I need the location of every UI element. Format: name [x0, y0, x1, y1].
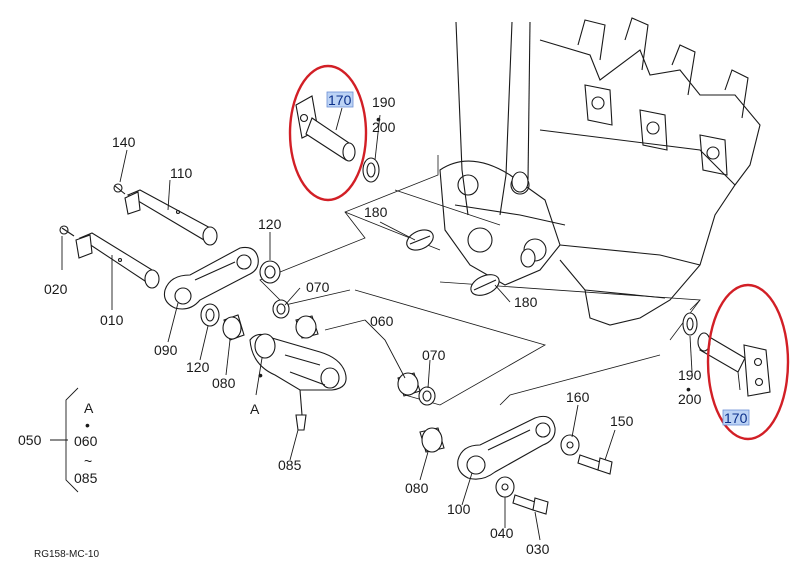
label-110: 110 — [170, 165, 193, 181]
bolt-150 — [577, 454, 613, 475]
pin-170-right — [682, 312, 771, 397]
bolt-030 — [512, 494, 549, 515]
label-085-legend: 085 — [74, 470, 98, 486]
highlight-box-170-top — [326, 91, 354, 108]
footer-code: RG158-MC-10 — [34, 549, 99, 557]
arm-and-bucket — [439, 17, 761, 326]
label-170-top: 170 — [328, 92, 352, 108]
label-080-left: 080 — [212, 375, 236, 391]
pin-010 — [59, 225, 160, 289]
bushing-080-lower — [419, 427, 445, 453]
label-dot-right: • — [686, 381, 691, 397]
bushing-060-lower — [397, 372, 421, 397]
link-090 — [163, 246, 259, 310]
label-070-upper: 070 — [306, 279, 330, 295]
label-100: 100 — [447, 501, 471, 517]
label-020: 020 — [44, 281, 68, 297]
label-dot-legend: • — [85, 417, 90, 433]
label-A-legend: A — [84, 400, 94, 416]
label-180-lower: 180 — [514, 294, 538, 310]
label-170-right: 170 — [724, 410, 748, 426]
label-050: 050 — [18, 432, 42, 448]
label-060-legend: 060 — [74, 433, 98, 449]
label-tilde-legend: ~ — [84, 453, 92, 469]
label-180-upper: 180 — [364, 204, 388, 220]
label-190-top: 190 — [372, 94, 396, 110]
washer-160 — [560, 434, 580, 456]
washer-040 — [495, 476, 515, 498]
label-085: 085 — [278, 457, 302, 473]
pin-170-top — [295, 95, 380, 183]
label-080-lower: 080 — [405, 480, 429, 496]
label-060: 060 — [370, 313, 394, 329]
label-090: 090 — [154, 342, 178, 358]
collar-070-lower — [418, 386, 436, 406]
part-labels: 170 190 • 200 140 110 120 180 020 010 07… — [18, 92, 748, 560]
label-120-upper: 120 — [258, 216, 282, 232]
label-dot-a: • — [258, 367, 263, 383]
label-140: 140 — [112, 134, 136, 150]
label-120-lower: 120 — [186, 359, 210, 375]
highlight-circle-top — [288, 64, 368, 202]
bushing-060-upper — [295, 315, 319, 339]
cotter-pin-180-upper — [406, 229, 434, 251]
pin-110 — [113, 183, 218, 246]
link-100 — [457, 415, 556, 480]
label-010: 010 — [100, 312, 124, 328]
highlight-box-170-right — [722, 409, 750, 426]
label-A-center: A — [250, 401, 260, 417]
highlight-circle-right — [706, 283, 790, 441]
label-070-lower: 070 — [422, 347, 446, 363]
cotter-pin-180-lower — [470, 274, 500, 296]
label-040: 040 — [490, 525, 514, 541]
leader-lines — [50, 114, 741, 541]
label-190-right: 190 — [678, 367, 702, 383]
washer-120-lower — [200, 303, 220, 327]
label-200-top: 200 — [372, 119, 396, 135]
center-link — [249, 333, 347, 431]
label-160: 160 — [566, 389, 590, 405]
label-200-right: 200 — [678, 391, 702, 407]
label-dot-top: • — [376, 111, 381, 127]
bushing-080-left — [222, 314, 245, 341]
label-030: 030 — [526, 541, 550, 557]
label-150: 150 — [610, 413, 634, 429]
washer-120-upper — [259, 260, 281, 284]
